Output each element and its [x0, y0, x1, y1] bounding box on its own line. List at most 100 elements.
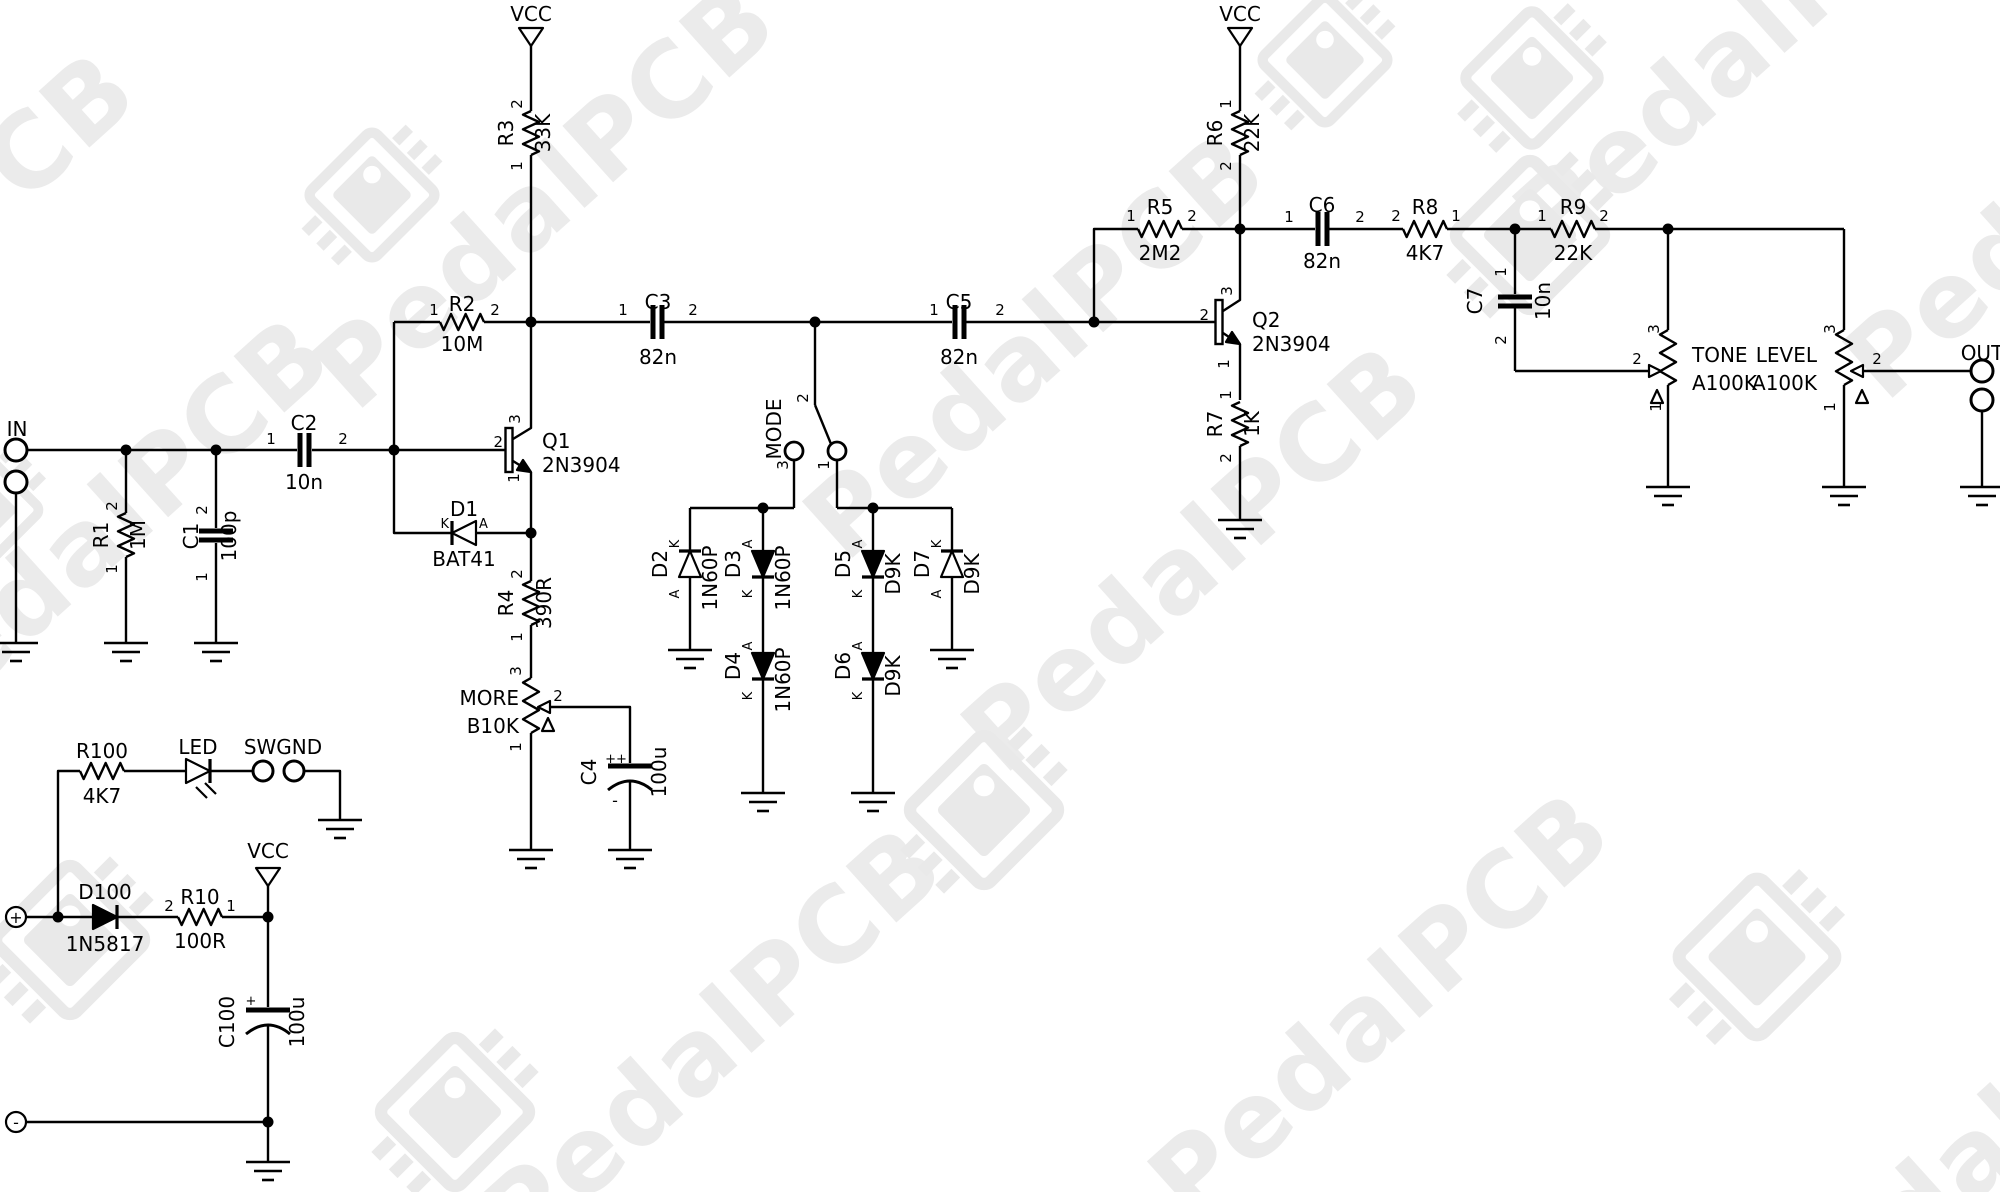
pin-Q1-collector: 3 [506, 414, 524, 424]
pin-C1-1: 1 [193, 572, 211, 582]
pin-D2-anode: A [668, 589, 683, 598]
label-D2-ref: D2 [648, 550, 672, 578]
label-D2-value: 1N60P [698, 545, 722, 610]
out-jack-sleeve [1969, 387, 1995, 413]
pin-C6-1: 1 [1284, 208, 1294, 226]
pin-R4-2: 2 [508, 569, 526, 579]
label-R8-value: 4K7 [1406, 241, 1445, 265]
pot-marker-arrow [1649, 388, 1665, 405]
diode-triangle [91, 903, 119, 931]
pin-MORE-3: 3 [507, 666, 525, 676]
label-C2-ref: C2 [291, 411, 318, 435]
junction-dot [120, 444, 132, 456]
pin-D6-anode: A [851, 641, 866, 650]
diode-triangle [184, 757, 212, 785]
led-ray [204, 782, 217, 795]
pin-R5-2: 2 [1187, 207, 1197, 225]
resistor-zigzag [1401, 219, 1449, 239]
pin-Q2-emitter: 1 [1215, 359, 1233, 369]
pin-TONE-1: 1 [1647, 402, 1665, 412]
label-C5-ref: C5 [946, 290, 973, 314]
pin-D4-anode: A [741, 641, 756, 650]
diode-triangle [677, 549, 703, 579]
pin-D5-anode: A [851, 539, 866, 548]
label-C7-ref: C7 [1463, 288, 1487, 315]
label-LEVEL-value: A100K [1752, 371, 1818, 395]
pin-D3-anode: A [741, 539, 756, 548]
pin-C3-1: 1 [618, 301, 628, 319]
pin-R2-1: 1 [429, 301, 439, 319]
label-C1-value: 100p [217, 511, 241, 562]
resistor-zigzag [1549, 219, 1597, 239]
label-D6-value: D9K [881, 655, 905, 697]
label-R9-value: 22K [1554, 241, 1593, 265]
resistor-zigzag [1834, 328, 1854, 387]
pin-D1-cathode: K [440, 517, 449, 532]
pin-C7-1: 1 [1492, 267, 1510, 277]
label-R1-ref: R1 [89, 522, 113, 549]
label-Q1-value: 2N3904 [542, 453, 621, 477]
label-TONE-value: A100K [1692, 371, 1758, 395]
swgnd-pad [282, 759, 306, 783]
pot-marker-arrow [540, 716, 556, 733]
pin-R2-2: 2 [490, 301, 500, 319]
vcc-label: VCC [1219, 2, 1261, 26]
junction-dot [525, 316, 537, 328]
pin-R1-2: 2 [103, 501, 121, 511]
pin-Q2-base: 2 [1199, 306, 1209, 324]
resistor-zigzag [1136, 219, 1184, 239]
label-C2-value: 10n [285, 470, 323, 494]
pin-R9-1: 1 [1537, 207, 1547, 225]
label-C4-ref: C4 [577, 759, 601, 786]
pin-C1-2: 2 [193, 505, 211, 515]
vcc-symbol [254, 866, 282, 888]
pot-marker-arrow [1854, 388, 1870, 405]
pin-MODE-2: 2 [794, 393, 812, 403]
pin-D5-cathode: K [851, 589, 866, 598]
label-LED-ref: LED [178, 735, 217, 759]
label-R2-ref: R2 [449, 292, 476, 316]
pin-R10-1: 1 [226, 897, 236, 915]
label-D7-ref: D7 [910, 550, 934, 578]
swgnd-pad [251, 759, 275, 783]
label-C4-plus: ++ [605, 752, 627, 767]
transistor-base-bar [1214, 298, 1224, 346]
label-C100-ref: C100 [215, 996, 239, 1048]
wiper-arrow [1647, 363, 1663, 379]
battery-plus-label: + [9, 908, 22, 927]
junction-dot [1088, 316, 1100, 328]
label-R100-ref: R100 [76, 739, 128, 763]
label-C7-value: 10n [1531, 282, 1555, 320]
label-C1-ref: C1 [179, 523, 203, 550]
label-C100-plus: + [246, 994, 257, 1009]
wiper-arrow [536, 699, 552, 715]
label-R5-ref: R5 [1147, 195, 1174, 219]
wire [304, 769, 342, 820]
label-MORE-value: B10K [467, 714, 520, 738]
battery-minus-terminal [4, 1110, 28, 1134]
label-R10-ref: R10 [180, 885, 219, 909]
diode-triangle [939, 549, 965, 579]
pin-LEVEL-1: 1 [1821, 402, 1839, 412]
diode-triangle [750, 651, 776, 681]
label-D3-ref: D3 [721, 550, 745, 578]
pin-R3-1: 1 [508, 161, 526, 171]
label-Q1-ref: Q1 [542, 429, 570, 453]
label-D7-value: D9K [960, 553, 984, 595]
label-C6-ref: C6 [1309, 193, 1336, 217]
vcc-symbol [1226, 26, 1254, 48]
label-MORE-ref: MORE [459, 686, 519, 710]
label-C6-value: 82n [1303, 249, 1341, 273]
battery-minus-label: - [13, 1113, 19, 1132]
junction-dot [867, 502, 879, 514]
pin-D3-cathode: K [741, 589, 756, 598]
label-D4-value: 1N60P [771, 647, 795, 712]
pin-C5-1: 1 [929, 301, 939, 319]
junction-dot [525, 527, 537, 539]
label-R5-value: 2M2 [1139, 241, 1182, 265]
pin-R6-2: 2 [1217, 161, 1235, 171]
junction-dot [262, 911, 274, 923]
in-jack-sleeve [3, 469, 29, 495]
label-LEVEL-ref: LEVEL [1756, 343, 1818, 367]
label-Q2-ref: Q2 [1252, 308, 1280, 332]
